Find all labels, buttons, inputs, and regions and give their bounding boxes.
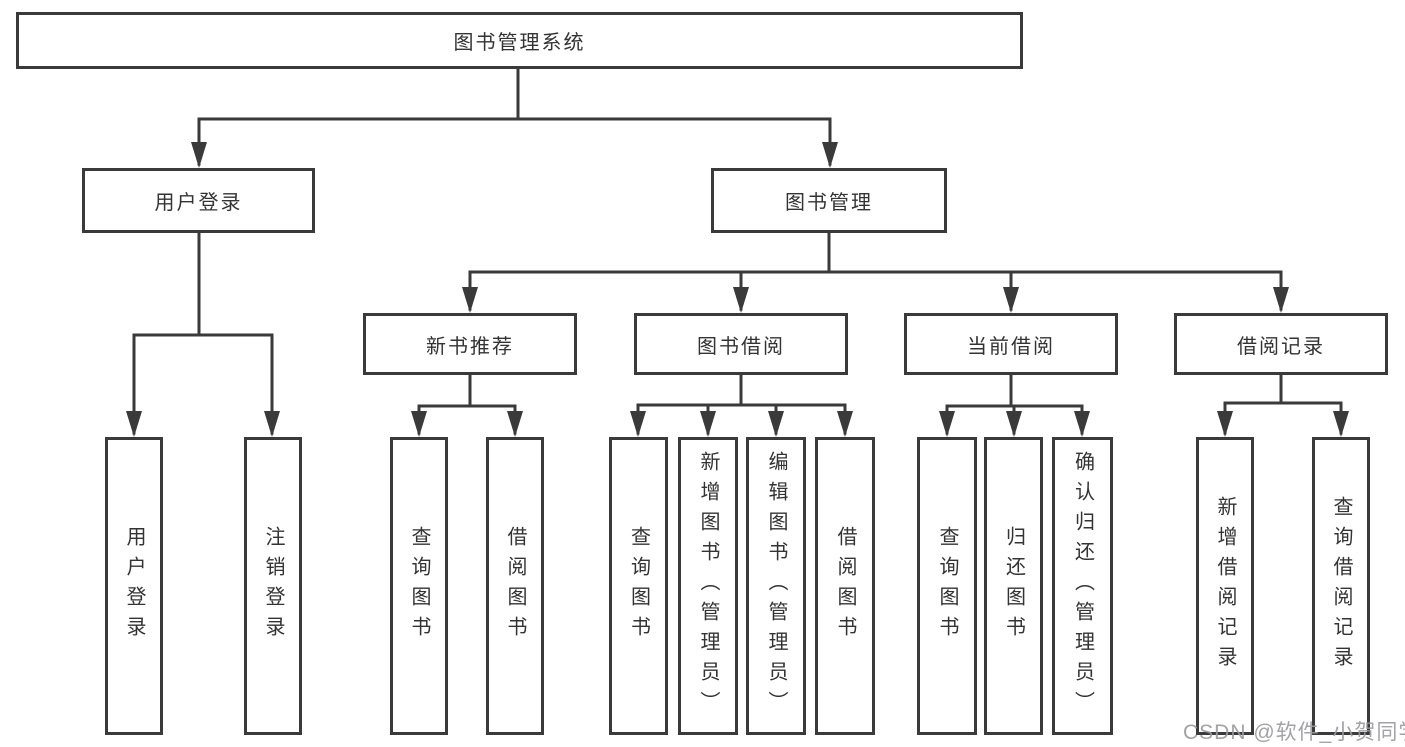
node-label: 图书管理 xyxy=(785,192,873,214)
leaf-current-return-book: 归还图书 xyxy=(984,437,1043,735)
node-new-book-recommend: 新书推荐 xyxy=(363,313,577,375)
node-label: 确认归还（管理员） xyxy=(1071,451,1094,721)
connector-book-management-split xyxy=(468,231,1283,274)
watermark: CSDN @软件_小贺同学 xyxy=(1183,721,1405,744)
node-label: 借阅记录 xyxy=(1237,335,1325,358)
leaf-borrowing-edit-book-admin: 编辑图书（管理员） xyxy=(746,437,806,735)
connector-user-login-split xyxy=(132,231,274,337)
node-label: 图书借阅 xyxy=(697,335,785,358)
connector-recommend-split xyxy=(417,373,517,408)
leaf-borrowing-borrow-book: 借阅图书 xyxy=(815,437,875,735)
node-current-borrowing: 当前借阅 xyxy=(904,313,1118,375)
node-library-system: 图书管理系统 xyxy=(16,12,1023,69)
node-label: 用户登录 xyxy=(154,192,243,214)
connector-records-split xyxy=(1223,373,1343,405)
node-label: 查询借阅记录 xyxy=(1330,496,1352,676)
leaf-current-query-book: 查询图书 xyxy=(917,437,977,735)
node-user-login: 用户登录 xyxy=(82,168,315,233)
node-label: 借阅图书 xyxy=(504,526,526,646)
leaf-recommend-query-book: 查询图书 xyxy=(390,437,448,735)
node-label: 借阅图书 xyxy=(834,526,856,646)
leaf-logout-login: 注销登录 xyxy=(244,437,302,735)
connector-root-split xyxy=(197,67,832,121)
leaf-borrowing-add-book-admin: 新增图书（管理员） xyxy=(678,437,738,735)
connector-current-split xyxy=(945,373,1084,408)
leaf-user-login: 用户登录 xyxy=(105,437,163,735)
leaf-borrowing-query-book: 查询图书 xyxy=(609,437,668,735)
node-label: 用户登录 xyxy=(123,526,145,646)
node-label: 新增借阅记录 xyxy=(1214,496,1236,676)
leaf-current-confirm-return-admin: 确认归还（管理员） xyxy=(1052,437,1113,735)
node-book-borrowing: 图书借阅 xyxy=(634,313,848,375)
leaf-recommend-borrow-book: 借阅图书 xyxy=(486,437,544,735)
node-label: 归还图书 xyxy=(1002,526,1025,646)
leaf-records-query-borrow-record: 查询借阅记录 xyxy=(1312,437,1370,735)
node-label: 当前借阅 xyxy=(967,335,1055,358)
node-label: 图书管理系统 xyxy=(453,32,586,54)
node-label: 查询图书 xyxy=(408,526,430,646)
node-label: 编辑图书（管理员） xyxy=(765,451,787,721)
node-label: 新书推荐 xyxy=(426,335,514,358)
node-book-management: 图书管理 xyxy=(711,168,947,233)
node-label: 注销登录 xyxy=(262,526,284,646)
node-borrow-records: 借阅记录 xyxy=(1174,313,1388,375)
node-label: 查询图书 xyxy=(936,526,958,646)
leaf-records-add-borrow-record: 新增借阅记录 xyxy=(1196,437,1254,735)
connector-borrowing-split xyxy=(636,373,847,407)
node-label: 查询图书 xyxy=(627,526,650,646)
node-label: 新增图书（管理员） xyxy=(697,451,719,721)
